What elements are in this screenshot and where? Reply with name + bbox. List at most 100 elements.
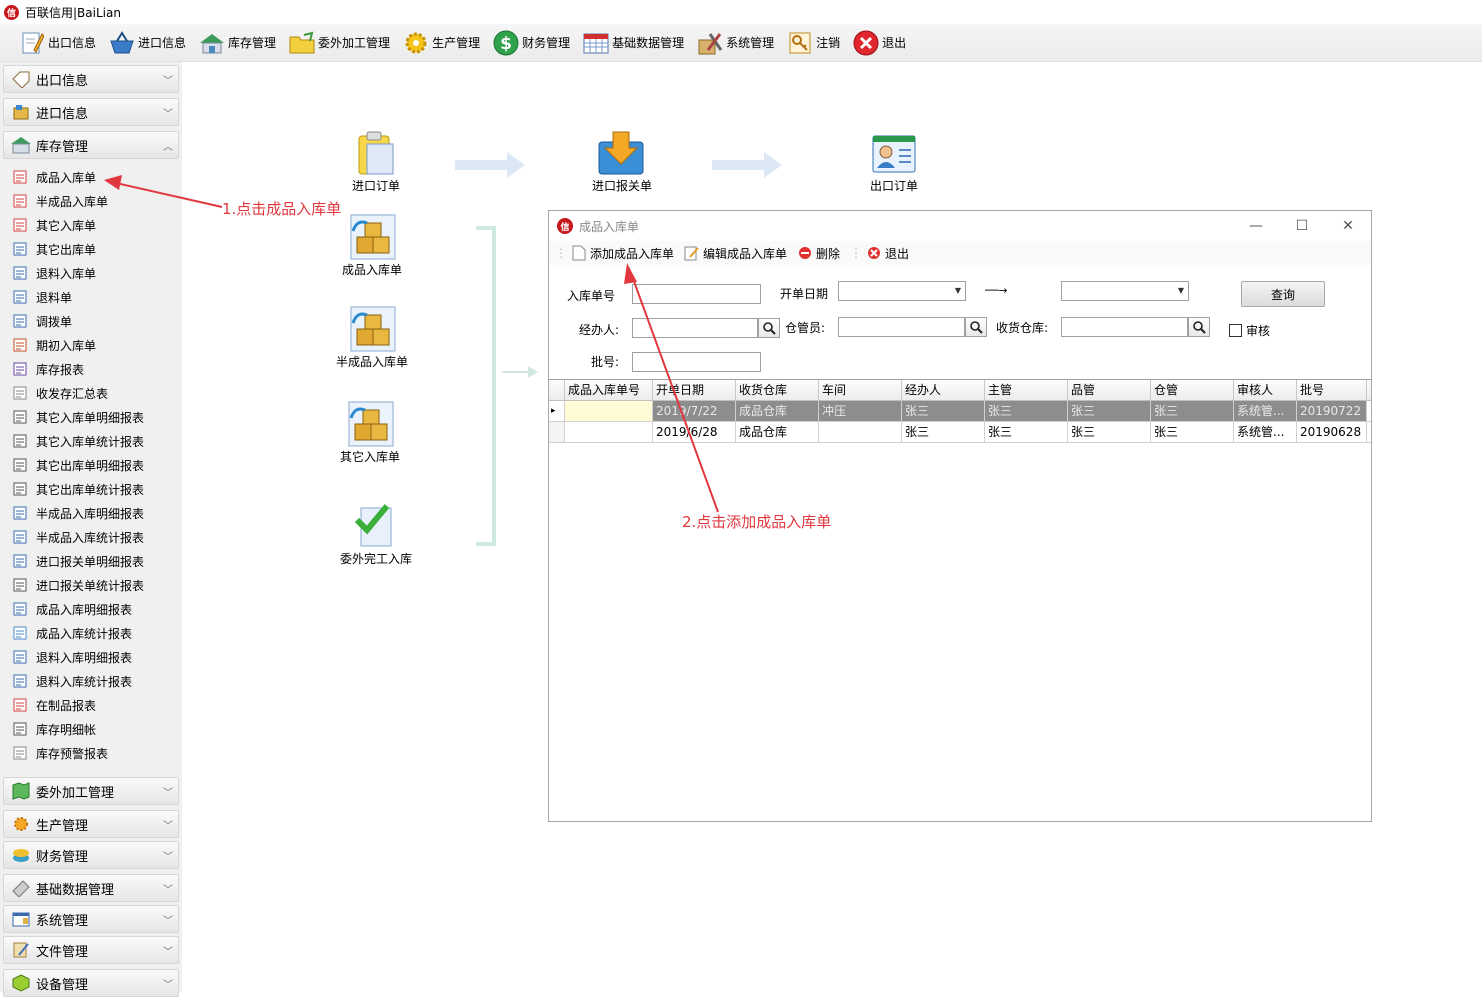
table-cell[interactable]: 冲压: [819, 401, 902, 421]
inbound-no-input[interactable]: [632, 284, 761, 304]
table-cell[interactable]: 张三: [985, 422, 1068, 442]
delete-button[interactable]: 删除: [797, 245, 840, 262]
flow-semi-inbound[interactable]: 半成品入库单: [322, 306, 422, 370]
sidebar-item[interactable]: 期初入库单: [0, 333, 182, 357]
sidebar-group-inventory[interactable]: 库存管理 ︿: [3, 131, 179, 159]
grid-column-header[interactable]: 成品入库单号: [565, 380, 653, 400]
sidebar-item[interactable]: 退料入库统计报表: [0, 669, 182, 693]
sidebar-item[interactable]: 库存明细帐: [0, 717, 182, 741]
toolbar-basedata-button[interactable]: 基础数据管理: [578, 26, 688, 60]
table-cell[interactable]: 张三: [1151, 422, 1234, 442]
sidebar-group-outsource[interactable]: 委外加工管理 ﹀: [3, 777, 179, 805]
table-cell[interactable]: 张三: [1151, 401, 1234, 421]
table-cell[interactable]: 张三: [1068, 422, 1151, 442]
sidebar-item[interactable]: 其它出库单: [0, 237, 182, 261]
sidebar-item[interactable]: 库存预警报表: [0, 741, 182, 765]
sidebar-group-finance[interactable]: 财务管理 ﹀: [3, 841, 179, 869]
grid-column-header[interactable]: 批号: [1297, 380, 1367, 400]
grid-column-header[interactable]: 审核人: [1234, 380, 1297, 400]
sidebar-item[interactable]: 在制品报表: [0, 693, 182, 717]
end-date-combo[interactable]: ▼: [1061, 281, 1189, 301]
toolbar-logout-button[interactable]: 注销: [782, 26, 844, 60]
toolbar-system-button[interactable]: 系统管理: [692, 26, 778, 60]
grid-column-header[interactable]: 车间: [819, 380, 902, 400]
grid-column-header[interactable]: 开单日期: [653, 380, 736, 400]
handler-input[interactable]: [632, 318, 758, 338]
flow-finished-inbound[interactable]: 成品入库单: [322, 214, 422, 278]
toolbar-finance-button[interactable]: $ 财务管理: [488, 26, 574, 60]
sidebar-item[interactable]: 半成品入库单: [0, 189, 182, 213]
storekeeper-input[interactable]: [838, 317, 965, 337]
sidebar-item[interactable]: 收发存汇总表: [0, 381, 182, 405]
exit-button[interactable]: 退出: [866, 245, 909, 262]
sidebar-item[interactable]: 退料单: [0, 285, 182, 309]
table-cell[interactable]: 张三: [902, 422, 985, 442]
sidebar-item[interactable]: 成品入库统计报表: [0, 621, 182, 645]
minimize-button[interactable]: —: [1249, 218, 1263, 234]
sidebar-item[interactable]: 退料入库明细报表: [0, 645, 182, 669]
sidebar-item[interactable]: 半成品入库明细报表: [0, 501, 182, 525]
sidebar-group-import-info[interactable]: 进口信息 ﹀: [3, 98, 179, 126]
storekeeper-lookup-button[interactable]: [965, 317, 987, 337]
sidebar-item[interactable]: 进口报关单统计报表: [0, 573, 182, 597]
start-date-combo[interactable]: ▼: [838, 281, 966, 301]
sidebar-item[interactable]: 成品入库明细报表: [0, 597, 182, 621]
flow-outsource-inbound[interactable]: 委外完工入库: [326, 503, 426, 567]
sidebar-group-system[interactable]: 系统管理 ﹀: [3, 905, 179, 933]
grid-column-header[interactable]: 品管: [1068, 380, 1151, 400]
table-cell[interactable]: 张三: [1068, 401, 1151, 421]
sidebar-item[interactable]: 其它入库单统计报表: [0, 429, 182, 453]
table-cell[interactable]: [565, 401, 653, 421]
grid-column-header[interactable]: 收货仓库: [736, 380, 819, 400]
table-cell[interactable]: 20190628: [1297, 422, 1367, 442]
flow-import-declaration[interactable]: 进口报关单: [572, 130, 672, 194]
sidebar-group-export-info[interactable]: 出口信息 ﹀: [3, 65, 179, 93]
sidebar-item[interactable]: 退料入库单: [0, 261, 182, 285]
grid-column-header[interactable]: 仓管: [1151, 380, 1234, 400]
table-cell[interactable]: 成品仓库: [736, 401, 819, 421]
table-cell[interactable]: 成品仓库: [736, 422, 819, 442]
table-cell[interactable]: 2019/6/28: [653, 422, 736, 442]
toolbar-production-button[interactable]: 生产管理: [398, 26, 484, 60]
table-cell[interactable]: 系统管...: [1234, 422, 1297, 442]
warehouse-lookup-button[interactable]: [1188, 317, 1210, 337]
toolbar-import-info-button[interactable]: 进口信息: [104, 26, 190, 60]
sidebar-group-basedata[interactable]: 基础数据管理 ﹀: [3, 874, 179, 902]
add-finished-inbound-button[interactable]: 添加成品入库单: [571, 245, 674, 262]
handler-lookup-button[interactable]: [758, 318, 780, 338]
sidebar-group-production[interactable]: 生产管理 ﹀: [3, 810, 179, 838]
table-cell[interactable]: [565, 422, 653, 442]
sidebar-item[interactable]: 进口报关单明细报表: [0, 549, 182, 573]
sidebar-item[interactable]: 成品入库单: [0, 165, 182, 189]
table-cell[interactable]: 张三: [985, 401, 1068, 421]
table-cell[interactable]: 系统管...: [1234, 401, 1297, 421]
flow-import-order[interactable]: 进口订单: [326, 130, 426, 194]
table-cell[interactable]: 20190722: [1297, 401, 1367, 421]
receiving-warehouse-input[interactable]: [1061, 317, 1188, 337]
query-button[interactable]: 查询: [1241, 281, 1325, 307]
sidebar-item[interactable]: 其它入库单明细报表: [0, 405, 182, 429]
grid-column-header[interactable]: 经办人: [902, 380, 985, 400]
sidebar-item[interactable]: 其它出库单明细报表: [0, 453, 182, 477]
table-cell[interactable]: [819, 422, 902, 442]
toolbar-export-info-button[interactable]: 出口信息: [14, 26, 100, 60]
sidebar-item[interactable]: 调拨单: [0, 309, 182, 333]
sidebar-item[interactable]: 其它入库单: [0, 213, 182, 237]
toolbar-outsource-button[interactable]: 委外加工管理: [284, 26, 394, 60]
table-cell[interactable]: 2019/7/22: [653, 401, 736, 421]
sidebar-item[interactable]: 库存报表: [0, 357, 182, 381]
flow-other-inbound[interactable]: 其它入库单: [320, 401, 420, 465]
sidebar-item[interactable]: 半成品入库统计报表: [0, 525, 182, 549]
sidebar-group-files[interactable]: 文件管理 ﹀: [3, 936, 179, 964]
audit-checkbox[interactable]: [1229, 324, 1242, 337]
toolbar-exit-button[interactable]: 退出: [848, 26, 910, 60]
flow-export-order[interactable]: 出口订单: [844, 130, 944, 194]
sidebar-item[interactable]: 其它出库单统计报表: [0, 477, 182, 501]
edit-finished-inbound-button[interactable]: 编辑成品入库单: [684, 245, 787, 262]
table-cell[interactable]: 张三: [902, 401, 985, 421]
toolbar-inventory-button[interactable]: 库存管理: [194, 26, 280, 60]
maximize-button[interactable]: ☐: [1295, 218, 1309, 234]
close-button[interactable]: ✕: [1342, 218, 1354, 234]
